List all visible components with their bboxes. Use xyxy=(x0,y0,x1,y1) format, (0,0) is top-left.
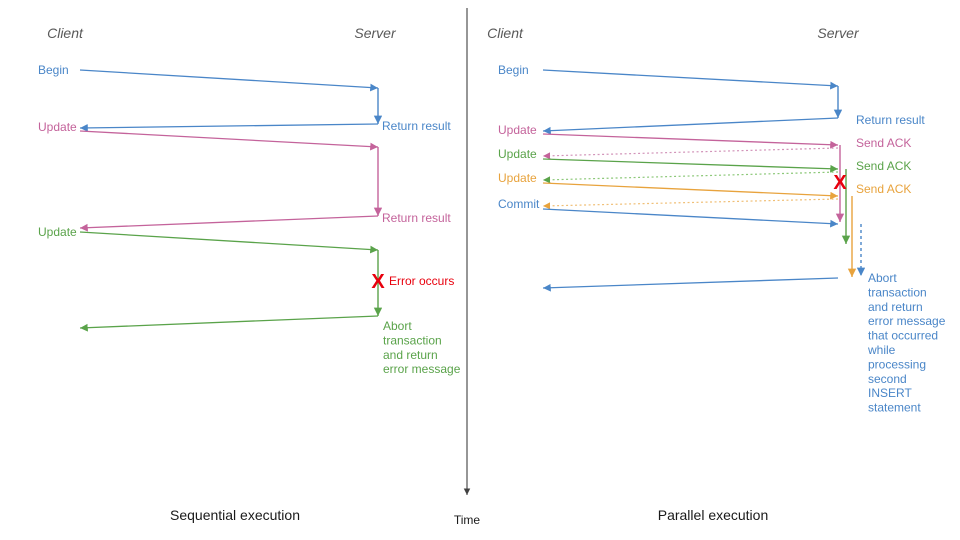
message-arrow-send-ack-3 xyxy=(542,198,839,210)
message-label-return-result-2: Return result xyxy=(382,211,451,225)
message-arrow-begin xyxy=(79,69,379,92)
note-line: while xyxy=(867,343,896,357)
message-label-send-ack-1: Send ACK xyxy=(856,136,911,150)
panel-caption-sequential: Sequential execution xyxy=(170,507,300,523)
message-arrow-abort-return xyxy=(79,315,379,332)
message-arrow-return-result-1 xyxy=(79,123,379,132)
note-line: and return xyxy=(868,300,923,314)
message-arrow-abort-return xyxy=(542,277,839,292)
error-x-icon: X xyxy=(833,172,847,194)
lane-title-server: Server xyxy=(354,25,397,41)
note-line: transaction xyxy=(868,285,927,299)
lane-title-client: Client xyxy=(487,25,524,41)
message-arrow-commit xyxy=(542,208,839,228)
note-line: Abort xyxy=(383,319,412,333)
message-label-update-1: Update xyxy=(38,120,77,134)
message-label-return-result: Return result xyxy=(856,113,925,127)
note-line: statement xyxy=(868,401,921,415)
note-line: and return xyxy=(383,348,438,362)
note-line: second xyxy=(868,372,907,386)
message-arrow-update-1 xyxy=(79,130,379,151)
note-line: processing xyxy=(868,357,926,371)
message-label-commit: Commit xyxy=(498,197,540,211)
message-arrow-send-ack-1 xyxy=(542,147,839,160)
message-arrow-update-2 xyxy=(79,231,379,254)
time-axis-label: Time xyxy=(454,513,481,527)
message-arrow-update-1 xyxy=(542,133,839,149)
note-line: Abort xyxy=(868,271,897,285)
message-label-send-ack-2: Send ACK xyxy=(856,159,911,173)
note-line: error message xyxy=(383,362,461,376)
message-label-update-3: Update xyxy=(498,171,537,185)
message-arrow-send-ack-2 xyxy=(542,171,839,184)
message-label-send-ack-3: Send ACK xyxy=(856,182,911,196)
message-arrow-return-result-2 xyxy=(79,215,379,232)
message-label-update-2: Update xyxy=(498,147,537,161)
message-label-begin: Begin xyxy=(498,63,529,77)
message-label-update-2: Update xyxy=(38,225,77,239)
lane-title-client: Client xyxy=(47,25,84,41)
message-arrow-update-2 xyxy=(542,158,839,173)
message-arrow-update-3 xyxy=(542,182,839,200)
message-label-begin: Begin xyxy=(38,63,69,77)
note-line: error message xyxy=(868,314,946,328)
error-x-icon: X xyxy=(371,271,385,293)
message-arrow-return-result xyxy=(542,117,839,135)
lane-title-server: Server xyxy=(817,25,860,41)
message-arrow-begin xyxy=(542,69,839,90)
note-line: that occurred xyxy=(868,329,938,343)
message-label-return-result-1: Return result xyxy=(382,119,451,133)
note-line: INSERT xyxy=(868,386,912,400)
error-label: Error occurs xyxy=(389,274,454,288)
panel-caption-parallel: Parallel execution xyxy=(658,507,769,523)
note-line: transaction xyxy=(383,333,442,347)
message-label-update-1: Update xyxy=(498,123,537,137)
